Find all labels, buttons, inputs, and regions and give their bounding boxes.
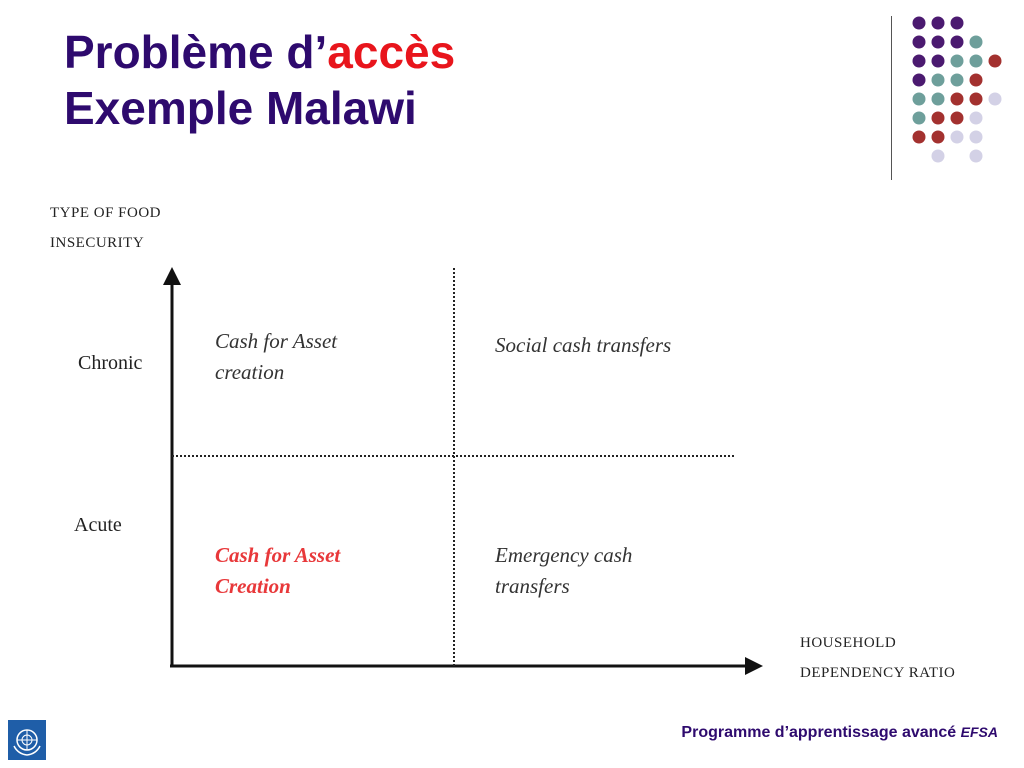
cell-chronic-low-line-2: creation — [215, 360, 285, 384]
header-divider — [891, 16, 892, 180]
footer-text: Programme d’apprentissage avancé — [681, 724, 957, 741]
decorative-dot — [912, 92, 926, 106]
row-label-acute: Acute — [74, 514, 122, 536]
decorative-dot — [969, 111, 983, 125]
decorative-dot — [950, 16, 964, 30]
title-accent: accès — [327, 26, 456, 78]
cell-acute-low-line-1: Cash for Asset — [215, 543, 341, 567]
cell-chronic-low-line-1: Cash for Asset — [215, 329, 338, 353]
wfp-logo — [8, 720, 46, 760]
y-axis-title: TYPE OF FOOD INSECURITY — [50, 198, 161, 258]
decorative-dot — [950, 35, 964, 49]
decorative-dot — [969, 54, 983, 68]
cell-acute-high-line-2: transfers — [495, 574, 570, 598]
decorative-dot — [988, 54, 1002, 68]
footer: Programme d’apprentissage avancé EFSA — [681, 724, 998, 742]
cell-chronic-high: Social cash transfers — [495, 330, 671, 361]
cell-chronic-high-line-1: Social cash transfers — [495, 333, 672, 357]
decorative-dot — [988, 92, 1002, 106]
decorative-dot — [931, 149, 945, 163]
decorative-dot — [931, 35, 945, 49]
decorative-dot-grid — [912, 16, 1002, 163]
title-text: Problème d’ — [64, 26, 328, 78]
x-axis-title: HOUSEHOLD DEPENDENCY RATIO — [800, 628, 955, 688]
decorative-dot — [969, 73, 983, 87]
decorative-dot — [912, 54, 926, 68]
decorative-dot — [912, 130, 926, 144]
decorative-dot — [950, 54, 964, 68]
footer-tag: EFSA — [960, 724, 998, 740]
decorative-dot — [912, 35, 926, 49]
decorative-dot — [969, 92, 983, 106]
decorative-dot — [912, 111, 926, 125]
decorative-dot — [950, 92, 964, 106]
decorative-dot — [912, 73, 926, 87]
decorative-dot — [969, 35, 983, 49]
un-emblem-icon — [13, 729, 41, 756]
decorative-dot — [950, 73, 964, 87]
title-subtitle: Exemple Malawi — [64, 82, 417, 134]
decorative-dot — [931, 73, 945, 87]
decorative-dot — [969, 149, 983, 163]
cell-acute-low: Cash for Asset Creation — [215, 540, 340, 602]
decorative-dot — [950, 111, 964, 125]
decorative-dot — [931, 54, 945, 68]
decorative-dot — [931, 16, 945, 30]
y-axis-title-line-1: TYPE OF FOOD — [50, 205, 162, 221]
cell-acute-high: Emergency cash transfers — [495, 540, 632, 602]
decorative-dot — [969, 130, 983, 144]
decorative-dot — [912, 16, 926, 30]
y-axis-title-line-2: INSECURITY — [50, 235, 145, 251]
cell-acute-high-line-1: Emergency cash — [495, 543, 633, 567]
decorative-dot — [931, 92, 945, 106]
row-label-chronic: Chronic — [78, 352, 143, 374]
decorative-dot — [931, 130, 945, 144]
cell-acute-low-line-2: Creation — [215, 574, 291, 598]
x-axis-title-line-2: DEPENDENCY RATIO — [800, 665, 956, 681]
cell-chronic-low: Cash for Asset creation — [215, 326, 337, 388]
slide-title: Problème d’accès Exemple Malawi — [64, 24, 455, 136]
decorative-dot — [931, 111, 945, 125]
decorative-dot — [950, 130, 964, 144]
x-axis-title-line-1: HOUSEHOLD — [800, 635, 897, 651]
